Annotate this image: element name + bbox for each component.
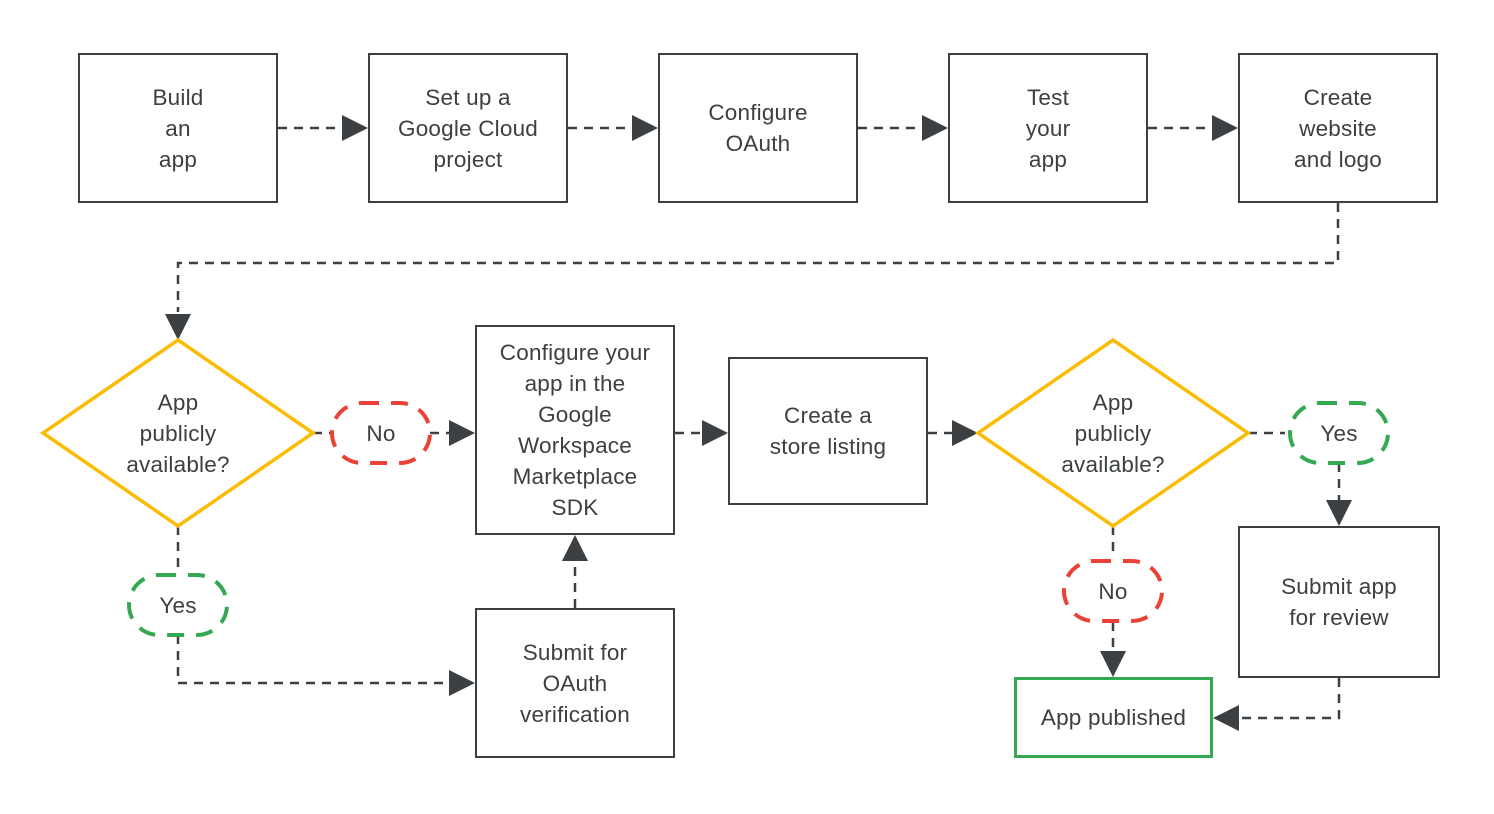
node-marketplace-sdk: Configure your app in the Google Workspa… — [475, 325, 675, 535]
node-build-app: Build an app — [78, 53, 278, 203]
arrowhead-test-to-website — [1212, 115, 1238, 141]
arrowhead-build-to-cloud — [342, 115, 368, 141]
arrowhead-no-to-published — [1100, 651, 1126, 677]
node-create-website: Create website and logo — [1238, 53, 1438, 203]
node-app-published-label: App published — [1040, 705, 1187, 730]
node-submit-review-label: Submit app for review — [1281, 574, 1397, 630]
node-test-app-label: Test your app — [1025, 84, 1071, 172]
arrowhead-sdk-to-store — [702, 420, 728, 446]
arrowhead-review-to-published — [1213, 705, 1239, 731]
arrowhead-oauth-verification-to-sdk — [562, 535, 588, 561]
arrowhead-no-to-sdk — [449, 420, 475, 446]
arrowhead-store-to-decision2 — [952, 420, 978, 446]
oval-yes-2 — [1288, 401, 1390, 465]
connector-yes-to-oauth-verification — [176, 635, 449, 685]
node-cloud-project-label: Set up a Google Cloud project — [398, 84, 538, 172]
node-submit-review: Submit app for review — [1238, 526, 1440, 678]
node-marketplace-sdk-label: Configure your app in the Google Workspa… — [499, 340, 651, 520]
arrowhead-oauth-to-test — [922, 115, 948, 141]
arrowhead-website-to-decision1 — [165, 314, 191, 340]
node-test-app: Test your app — [948, 53, 1148, 203]
node-configure-oauth: Configure OAuth — [658, 53, 858, 203]
node-store-listing-label: Create a store listing — [769, 403, 887, 459]
oval-yes-1 — [127, 573, 229, 637]
node-cloud-project: Set up a Google Cloud project — [368, 53, 568, 203]
arrowhead-cloud-to-oauth — [632, 115, 658, 141]
node-app-published: App published — [1014, 677, 1213, 758]
connector-review-to-published — [1241, 678, 1341, 720]
node-configure-oauth-label: Configure OAuth — [708, 100, 808, 156]
oval-no-2 — [1062, 559, 1164, 623]
connector-website-to-decision1 — [176, 203, 1340, 312]
arrowhead-yes-to-oauth-verification — [449, 670, 475, 696]
node-create-website-label: Create website and logo — [1294, 84, 1382, 172]
node-oauth-verification-label: Submit for OAuth verification — [520, 639, 630, 727]
decision-diamond-1 — [39, 337, 317, 529]
arrowhead-yes-to-review — [1326, 500, 1352, 526]
decision-diamond-2 — [974, 337, 1252, 529]
node-store-listing: Create a store listing — [728, 357, 928, 505]
node-build-app-label: Build an app — [152, 84, 204, 172]
node-oauth-verification: Submit for OAuth verification — [475, 608, 675, 758]
oval-no-1 — [330, 401, 432, 465]
